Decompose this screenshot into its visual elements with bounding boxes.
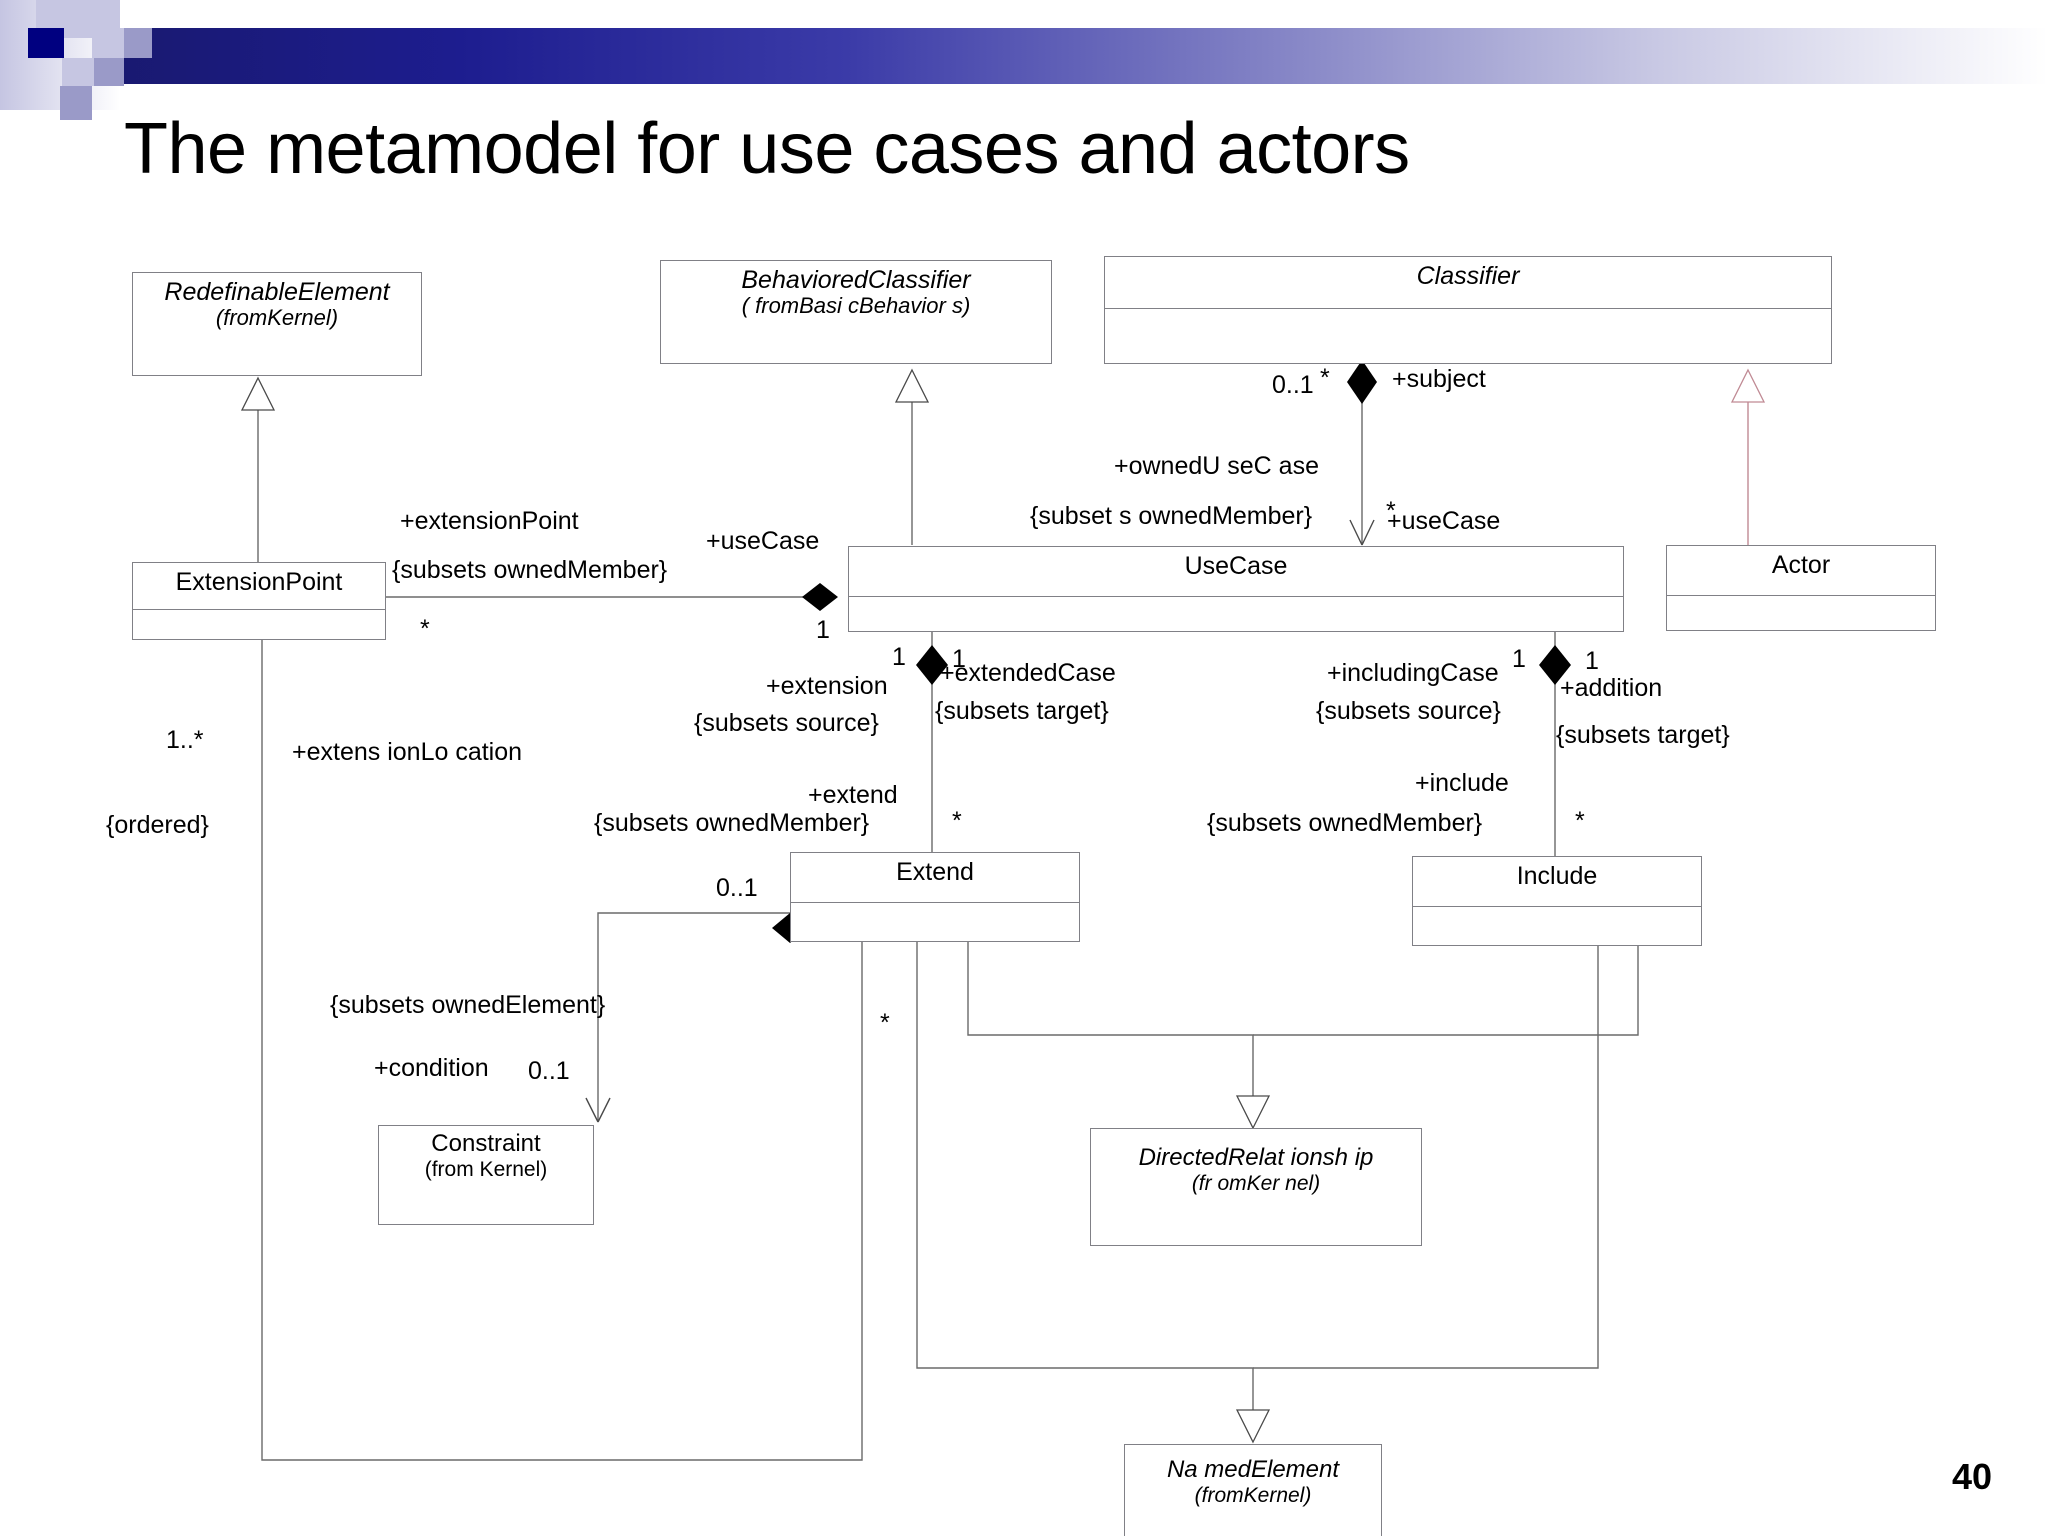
gen-include-to-directedrelationship bbox=[1253, 940, 1639, 1036]
label-condition-mult: 0..1 bbox=[528, 1057, 570, 1085]
class-attributes-classifier bbox=[1105, 308, 1831, 369]
gen-extend-to-directedrelationship bbox=[967, 937, 1254, 1113]
header-gradient-bar bbox=[112, 28, 2048, 84]
class-box-extensionpoint[interactable]: ExtensionPoint bbox=[132, 562, 386, 640]
diamond-usecase-extensionpoint bbox=[802, 583, 838, 611]
diamond-usecase-extension bbox=[916, 645, 948, 685]
class-box-classifier[interactable]: Classifier bbox=[1104, 256, 1832, 364]
diamond-classifier-subject bbox=[1347, 360, 1377, 404]
label-extensionpoint-role: +extensionPoint bbox=[400, 507, 579, 535]
deco-square-6 bbox=[94, 58, 124, 86]
class-box-namedelement[interactable]: Na medElement (fromKernel) bbox=[1124, 1444, 1382, 1536]
label-usecase-role-right: +useCase bbox=[1387, 507, 1501, 535]
label-usecase-one: 1 bbox=[816, 616, 830, 644]
gen-include-to-namedelement bbox=[1253, 940, 1599, 1369]
class-box-actor[interactable]: Actor bbox=[1666, 545, 1936, 631]
class-attributes-extend bbox=[791, 902, 1079, 948]
label-extend-star-right: * bbox=[952, 807, 962, 835]
label-extend-role: +extend bbox=[808, 781, 898, 809]
class-name-redefinableelement: RedefinableElement bbox=[164, 278, 390, 306]
label-includingcase-subsets: {subsets source} bbox=[1316, 697, 1501, 725]
class-from-redefinableelement: (fromKernel) bbox=[215, 305, 339, 330]
class-attributes-usecase bbox=[849, 596, 1623, 638]
label-usecase-role-left: +useCase bbox=[706, 527, 820, 555]
assoc-extend-constraint bbox=[597, 912, 790, 1122]
label-extendedcase-one: 1 bbox=[952, 645, 966, 673]
class-box-constraint[interactable]: Constraint (from Kernel) bbox=[378, 1125, 594, 1225]
header-decoration bbox=[0, 0, 2048, 120]
class-attributes-include bbox=[1413, 906, 1701, 952]
class-name-usecase: UseCase bbox=[1184, 552, 1288, 580]
label-ownedusecase-role: +ownedU seC ase bbox=[1114, 452, 1319, 480]
deco-square-7 bbox=[60, 86, 92, 120]
label-include-role: +include bbox=[1415, 769, 1509, 797]
gen-extend-to-namedelement bbox=[916, 937, 1254, 1427]
assoc-extend-extensionpoint bbox=[261, 640, 863, 1461]
label-extensionlocation-ordered: {ordered} bbox=[106, 811, 209, 839]
label-include-subsets: {subsets ownedMember} bbox=[1207, 809, 1483, 837]
class-name-behavioredclassifier: BehavioredClassifier bbox=[741, 266, 971, 294]
label-condition-role: +condition bbox=[374, 1054, 489, 1082]
label-subject-mult: 0..1 bbox=[1272, 371, 1314, 399]
label-extendedcase-subsets: {subsets target} bbox=[935, 697, 1109, 725]
label-include-star-right: * bbox=[1575, 807, 1585, 835]
label-extendedcase-role: +extendedCase bbox=[940, 659, 1116, 687]
class-name-extensionpoint: ExtensionPoint bbox=[175, 568, 343, 596]
class-box-usecase[interactable]: UseCase bbox=[848, 546, 1624, 632]
class-attributes-extensionpoint bbox=[133, 609, 385, 646]
label-usecase-star-right: * bbox=[1386, 497, 1396, 525]
label-extensionlocation-mult: 1..* bbox=[166, 726, 204, 754]
class-name-include: Include bbox=[1516, 862, 1598, 890]
label-condition-subsets: {subsets ownedElement} bbox=[330, 991, 606, 1019]
label-extend-child-star: * bbox=[880, 1009, 890, 1037]
class-attributes-actor bbox=[1667, 595, 1935, 637]
class-name-extend: Extend bbox=[896, 858, 974, 886]
class-name-classifier: Classifier bbox=[1416, 262, 1520, 290]
label-extension-subsets: {subsets source} bbox=[694, 709, 879, 737]
class-from-directedrelationship: (fr omKer nel) bbox=[1191, 1171, 1321, 1195]
class-from-behavioredclassifier: ( fromBasi cBehavior s) bbox=[741, 293, 971, 318]
class-box-directedrelationship[interactable]: DirectedRelat ionsh ip (fr omKer nel) bbox=[1090, 1128, 1422, 1246]
page-title: The metamodel for use cases and actors bbox=[124, 109, 1410, 189]
class-box-redefinableelement[interactable]: RedefinableElement (fromKernel) bbox=[132, 272, 422, 376]
page-number: 40 bbox=[1951, 1456, 1992, 1497]
label-ownedusecase-subsets: {subset s ownedMember} bbox=[1030, 502, 1313, 530]
class-name-namedelement: Na medElement bbox=[1166, 1456, 1340, 1483]
diamond-usecase-including bbox=[1539, 645, 1571, 685]
label-extend-subsets: {subsets ownedMember} bbox=[594, 809, 870, 837]
label-extension-one: 1 bbox=[892, 643, 906, 671]
class-name-constraint: Constraint bbox=[431, 1130, 541, 1157]
class-box-include[interactable]: Include bbox=[1412, 856, 1702, 946]
label-extend-zero-one: 0..1 bbox=[716, 874, 758, 902]
class-box-extend[interactable]: Extend bbox=[790, 852, 1080, 942]
label-extensionpoint-subsets: {subsets ownedMember} bbox=[392, 556, 668, 584]
deco-square-dark bbox=[28, 28, 64, 58]
deco-square-3 bbox=[92, 28, 124, 58]
deco-square-5 bbox=[62, 58, 94, 86]
label-extensionpoint-star: * bbox=[420, 615, 430, 643]
label-addition-one: 1 bbox=[1585, 647, 1599, 675]
class-box-behavioredclassifier[interactable]: BehavioredClassifier ( fromBasi cBehavio… bbox=[660, 260, 1052, 364]
class-from-constraint: (from Kernel) bbox=[424, 1157, 548, 1181]
deco-square-4 bbox=[124, 28, 152, 58]
class-name-directedrelationship: DirectedRelat ionsh ip bbox=[1138, 1144, 1374, 1171]
label-extension-role: +extension bbox=[766, 672, 888, 700]
label-addition-subsets: {subsets target} bbox=[1556, 721, 1730, 749]
label-includingcase-one: 1 bbox=[1512, 645, 1526, 673]
class-from-namedelement: (fromKernel) bbox=[1194, 1483, 1312, 1507]
label-subject-star: * bbox=[1320, 364, 1330, 392]
label-includingcase-role: +includingCase bbox=[1327, 659, 1499, 687]
class-name-actor: Actor bbox=[1771, 551, 1831, 579]
label-subject-role: +subject bbox=[1392, 365, 1486, 393]
label-extensionlocation-role: +extens ionLo cation bbox=[292, 738, 523, 766]
label-addition-role: +addition bbox=[1560, 674, 1663, 702]
